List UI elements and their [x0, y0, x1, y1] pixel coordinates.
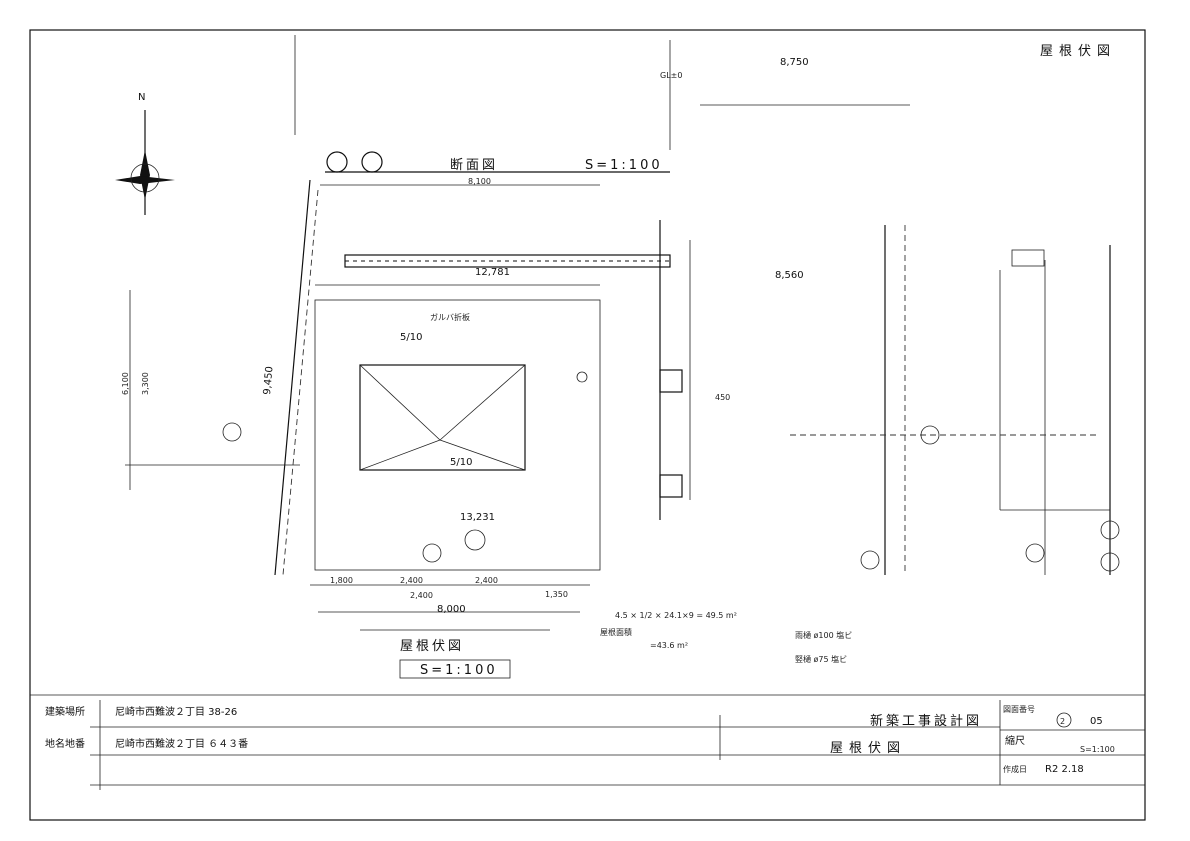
svg-text:新築工事設計図: 新築工事設計図	[870, 713, 982, 729]
svg-text:2,400: 2,400	[475, 576, 498, 585]
svg-text:=43.6 m²: =43.6 m²	[650, 641, 688, 650]
svg-text:1,800: 1,800	[330, 576, 353, 585]
svg-text:5/10: 5/10	[400, 332, 422, 343]
section-title: 断面図	[450, 158, 498, 173]
svg-text:4.5 × 1/2 × 24.1×9 = 49.5 m²: 4.5 × 1/2 × 24.1×9 = 49.5 m²	[615, 611, 737, 620]
svg-text:3,300: 3,300	[141, 372, 150, 395]
north-arrow-icon: N	[115, 92, 175, 215]
dim-8750: 8,750	[780, 57, 809, 68]
svg-text:図面番号: 図面番号	[1003, 704, 1035, 714]
svg-text:GL±0: GL±0	[660, 71, 682, 80]
svg-text:2,400: 2,400	[400, 576, 423, 585]
svg-text:S=1:100: S=1:100	[1080, 745, 1115, 754]
svg-text:N: N	[138, 92, 145, 103]
svg-text:450: 450	[715, 393, 730, 402]
svg-text:13,231: 13,231	[460, 512, 495, 523]
svg-text:9,450: 9,450	[262, 366, 275, 395]
svg-text:R2 2.18: R2 2.18	[1045, 764, 1084, 775]
svg-text:ガルバ折板: ガルバ折板	[430, 312, 470, 322]
svg-text:1,350: 1,350	[545, 590, 568, 599]
svg-text:雨樋 ø100 塩ビ: 雨樋 ø100 塩ビ	[795, 630, 852, 640]
svg-text:屋根面積: 屋根面積	[600, 627, 632, 637]
section-scale: S=1:100	[585, 158, 663, 173]
svg-text:縮尺: 縮尺	[1005, 734, 1025, 747]
svg-text:12,781: 12,781	[475, 267, 510, 278]
sheet-title: 屋根伏図	[1040, 44, 1116, 59]
title-block: 建築場所 尼崎市西難波２丁目 38-26 地名地番 尼崎市西難波２丁目 ６４３番…	[30, 694, 1145, 790]
svg-text:5/10: 5/10	[450, 457, 472, 468]
roof-outline	[359, 364, 526, 471]
section-roof	[344, 254, 671, 268]
svg-text:建築場所: 建築場所	[45, 705, 85, 718]
svg-text:8,560: 8,560	[775, 270, 804, 281]
dim-8000: 8,000	[437, 604, 466, 615]
svg-text:屋根伏図: 屋根伏図	[830, 741, 906, 756]
svg-text:作成日: 作成日	[1003, 764, 1027, 774]
svg-text:尼崎市西難波２丁目 38-26: 尼崎市西難波２丁目 38-26	[115, 705, 237, 718]
plan-title: 屋根伏図	[400, 639, 464, 654]
svg-text:2,400: 2,400	[410, 591, 433, 600]
sheet-border	[29, 29, 1146, 821]
svg-text:6,100: 6,100	[121, 372, 130, 395]
svg-text:地名地番: 地名地番	[45, 737, 85, 750]
plan-scale: S=1:100	[420, 663, 498, 678]
svg-text:05: 05	[1090, 716, 1103, 727]
dim-8100: 8,100	[468, 177, 491, 186]
svg-text:竪樋 ø75 塩ビ: 竪樋 ø75 塩ビ	[795, 654, 847, 664]
svg-text:尼崎市西難波２丁目 ６４３番: 尼崎市西難波２丁目 ６４３番	[115, 737, 248, 750]
svg-text:2: 2	[1060, 717, 1065, 726]
